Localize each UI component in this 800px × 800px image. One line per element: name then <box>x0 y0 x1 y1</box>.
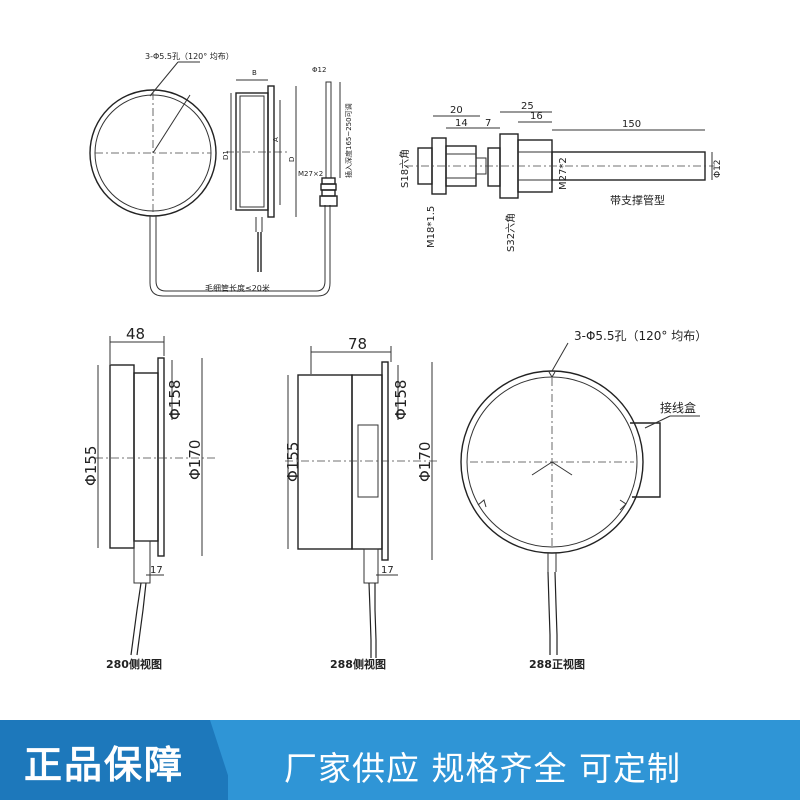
view-288-front: 接线盒 3-Φ5.5孔（120° 均布） 288正视图 <box>460 329 707 671</box>
dim-d: D <box>288 157 296 162</box>
view280-d155: Φ155 <box>82 446 100 486</box>
hex-s32: S32六角 <box>505 213 517 252</box>
view288-d155: Φ155 <box>284 442 302 482</box>
view288-body <box>297 374 353 550</box>
top-right-fitting: 20 14 7 25 16 150 S18六角 M18*1.5 S32六角 M2… <box>399 101 723 252</box>
view280-front-rim <box>109 364 135 549</box>
dim-d1: D1 <box>222 150 230 160</box>
probe-tube <box>325 81 332 179</box>
holes-label: 3-Φ5.5孔（120° 均布） <box>145 51 234 61</box>
view280-caption: 280侧视图 <box>106 657 162 671</box>
side-body <box>235 92 269 211</box>
view288-front-caption: 288正视图 <box>529 657 585 671</box>
banner-slogan-text: 厂家供应 规格齐全 可定制 <box>284 749 681 788</box>
capillary-length-label: 毛细管长度≤20米 <box>205 283 270 293</box>
dim-20: 20 <box>450 105 463 116</box>
view-288-side: 78 Φ155 Φ158 Φ170 17 288侧视图 <box>284 335 440 671</box>
dim-b: B <box>252 69 257 77</box>
view288-d170: Φ170 <box>416 442 434 482</box>
top-left-assembly: 毛细管长度≤20米 B D1 A D Φ12 插入深度165~250可调 M27… <box>89 51 353 297</box>
dim-16: 16 <box>530 111 543 122</box>
dim-150: 150 <box>622 119 641 130</box>
hex-s18: S18六角 <box>399 149 411 188</box>
dim-25: 25 <box>521 101 534 112</box>
front-junction-box <box>630 422 661 498</box>
view280-width: 48 <box>126 325 145 343</box>
dim-a: A <box>272 137 280 142</box>
view-280-side: 48 Φ155 Φ158 Φ170 17 280侧视图 <box>82 325 215 671</box>
insert-depth-label: 插入深度165~250可调 <box>344 103 353 178</box>
dim-phi12: Φ12 <box>312 66 326 74</box>
front-holes-label: 3-Φ5.5孔（120° 均布） <box>574 329 707 343</box>
technical-drawing: 毛细管长度≤20米 B D1 A D Φ12 插入深度165~250可调 M27… <box>82 51 723 671</box>
banner-quality-text: 正品保障 <box>24 743 185 787</box>
banner-left-shape <box>0 720 228 800</box>
dim-7: 7 <box>485 118 491 129</box>
dim-phi12-tube: Φ12 <box>713 159 723 178</box>
dial-outer-circle <box>89 89 217 217</box>
support-type-label: 带支撑管型 <box>610 193 665 207</box>
junction-box-label: 接线盒 <box>660 400 696 415</box>
thread-m18: M18*1.5 <box>426 206 437 248</box>
view280-stem: 17 <box>150 565 163 576</box>
view288-side-caption: 288侧视图 <box>330 657 386 671</box>
view280-d158: Φ158 <box>166 380 184 420</box>
thread-m27: M27×2 <box>298 170 323 178</box>
promo-banner: 正品保障 厂家供应 规格齐全 可定制 <box>0 720 800 800</box>
view288-stem: 17 <box>381 565 394 576</box>
view280-d170: Φ170 <box>186 440 204 480</box>
thread-m27: M27*2 <box>558 157 569 190</box>
view288-width: 78 <box>348 335 367 353</box>
dim-14: 14 <box>455 118 468 129</box>
view288-d158: Φ158 <box>392 380 410 420</box>
